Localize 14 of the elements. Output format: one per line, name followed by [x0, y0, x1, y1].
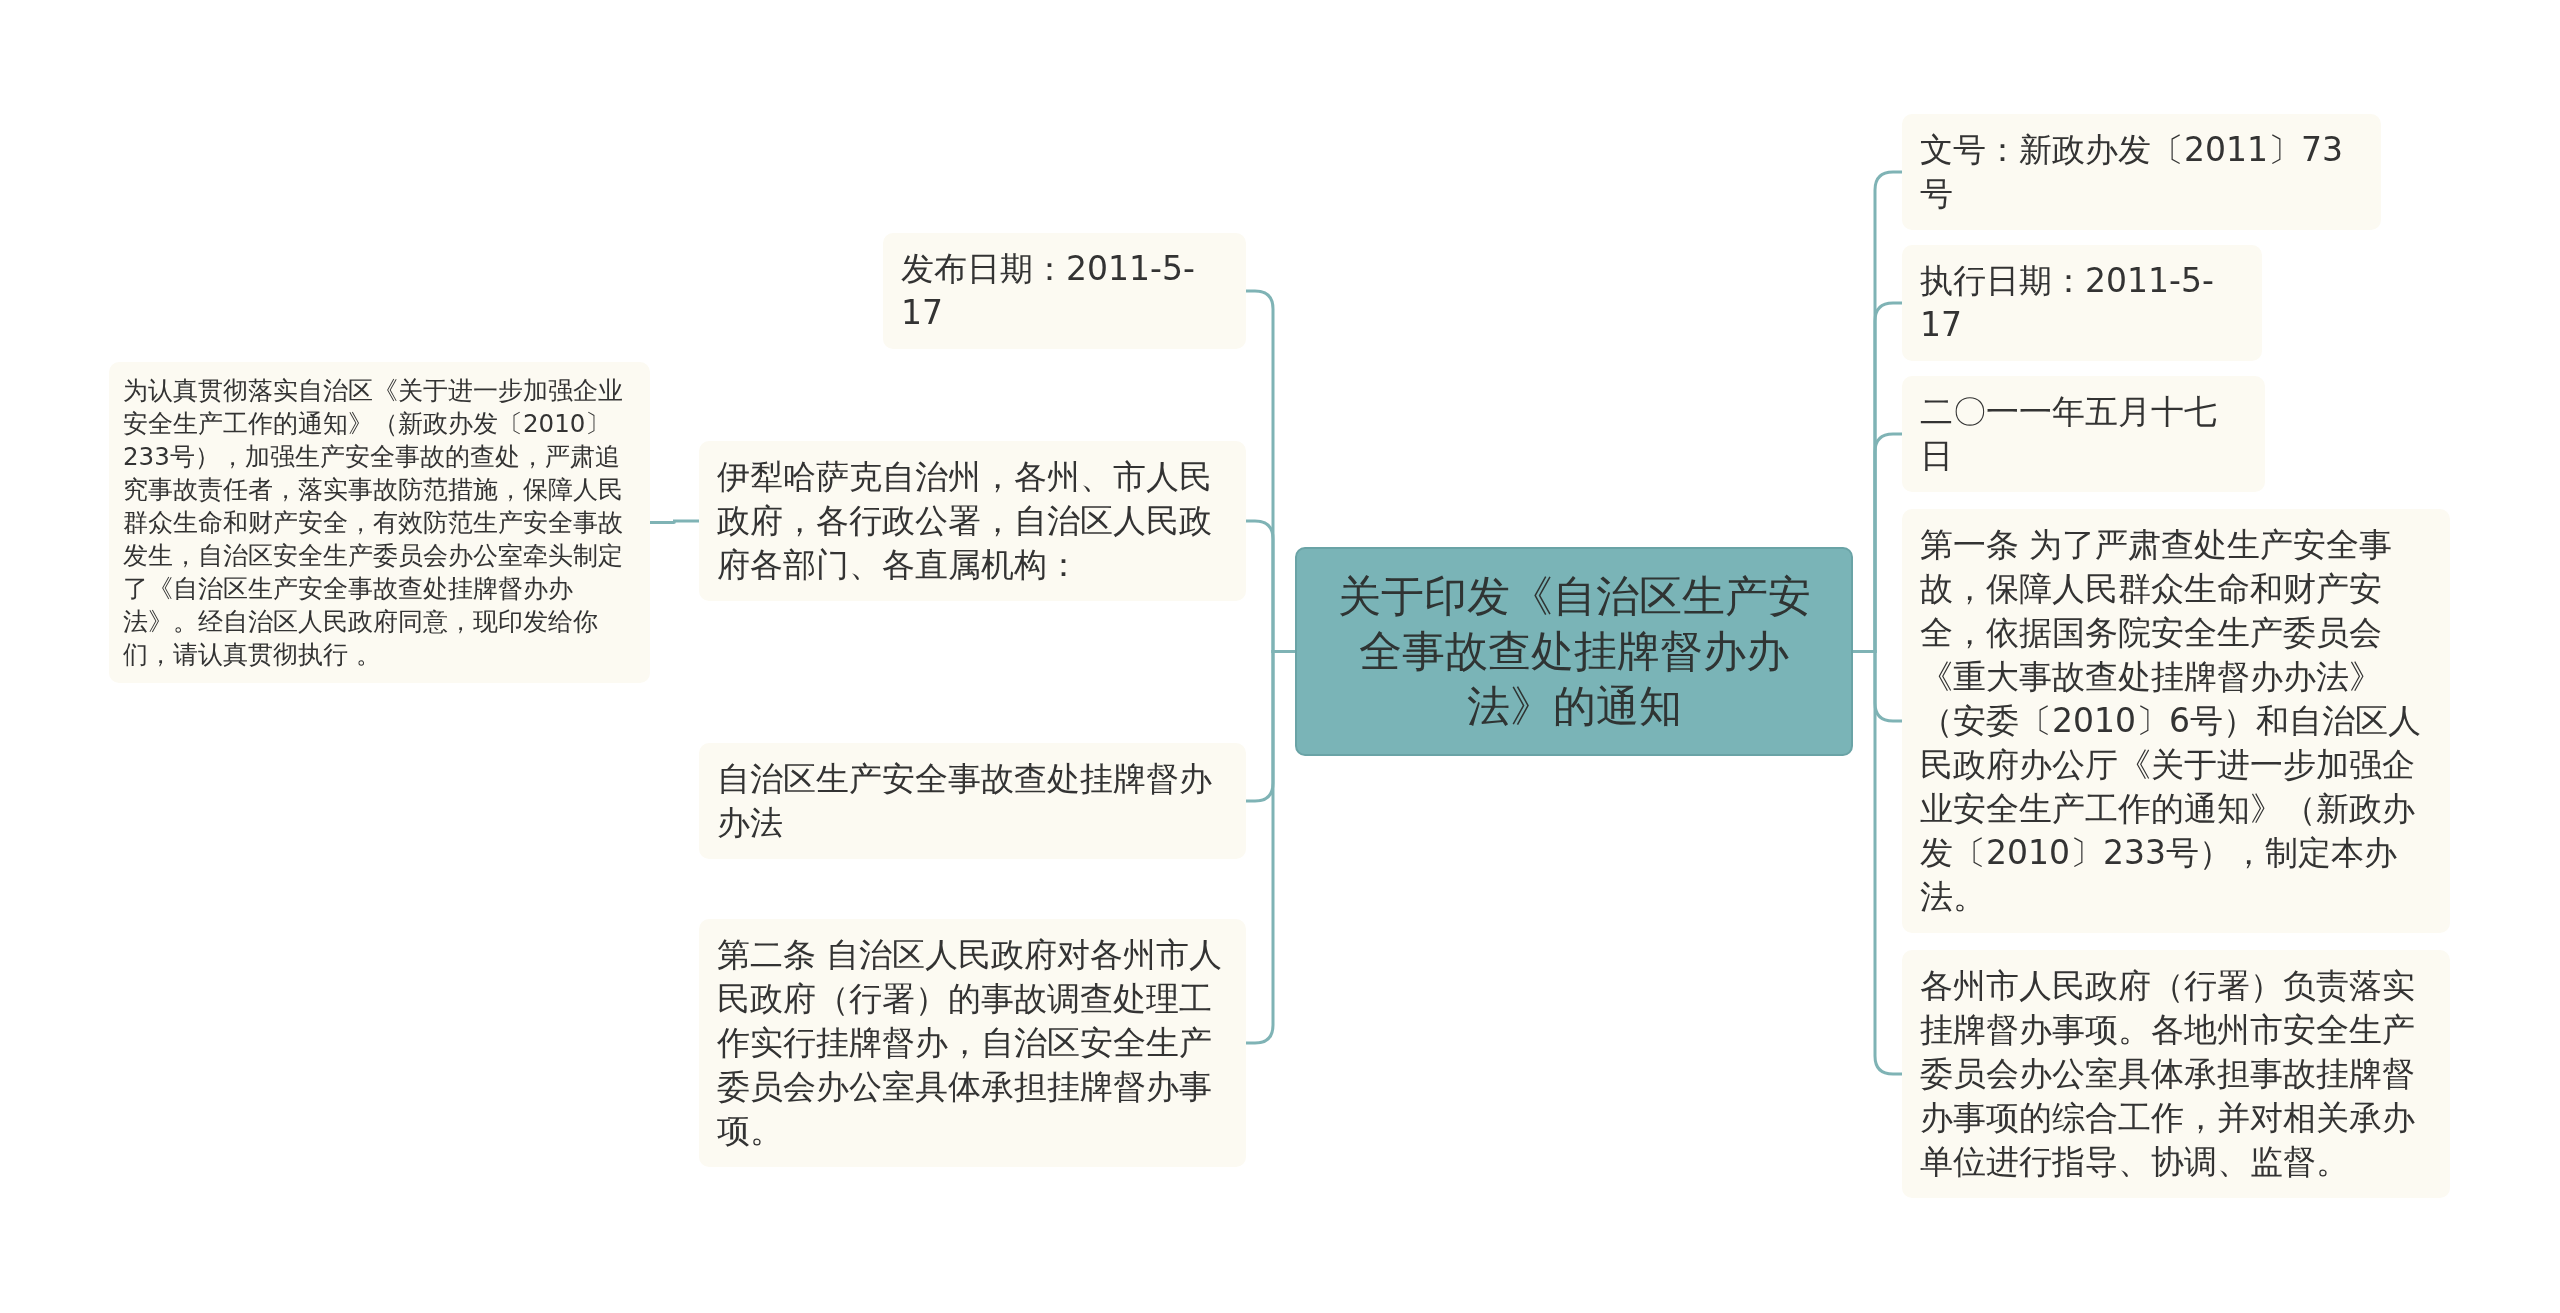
text-box: 发布日期：2011-5-17 [883, 233, 1246, 349]
connector-line [1246, 650, 1295, 1045]
text-box: 为认真贯彻落实自治区《关于进一步加强企业安全生产工作的通知》（新政办发〔2010〕233号），加强生产安全事故的查处，严肃追究事故责任者，落实事故防范措施，保障人民群众生命和财产安全，有效防范生产安全事故发生，自治区安全生产委员会办公室牵头制定了《自治区生产安全事故查处挂牌督办办法》。经自治区人民政府同意，现印发给你们，请认真贯彻执行 。 [109, 362, 650, 683]
connector-line [650, 519, 699, 524]
topic-box: 关于印发《自治区生产安全事故查处挂牌督办办法》的通知 [1295, 547, 1853, 756]
text-box: 自治区生产安全事故查处挂牌督办办法 [699, 743, 1246, 859]
text-box: 执行日期：2011-5-17 [1902, 245, 2262, 361]
text-box: 各州市人民政府（行署）负责落实挂牌督办事项。各地州市安全生产委员会办公室具体承担事故挂牌督办事项的综合工作，并对相关承办单位进行指导、协调、监督。 [1902, 950, 2450, 1198]
text-box: 文号：新政办发〔2011〕73号 [1902, 114, 2381, 230]
text-box: 二〇一一年五月十七日 [1902, 376, 2265, 492]
text-box: 第一条 为了严肃查处生产安全事故，保障人民群众生命和财产安全，依据国务院安全生产委员会《重大事故查处挂牌督办办法》（安委〔2010〕6号）和自治区人民政府办公厅《关于进一步加强企业安全生产工作的通知》（新政办发〔2010〕233号），制定本办法。 [1902, 509, 2450, 933]
text-box: 第二条 自治区人民政府对各州市人民政府（行署）的事故调查处理工作实行挂牌督办，自治区安全生产委员会办公室具体承担挂牌督办事项。 [699, 919, 1246, 1167]
connector-line [1853, 650, 1902, 1076]
text-box: 伊犁哈萨克自治州，各州、市人民政府，各行政公署，自治区人民政府各部门、各直属机构： [699, 441, 1246, 601]
